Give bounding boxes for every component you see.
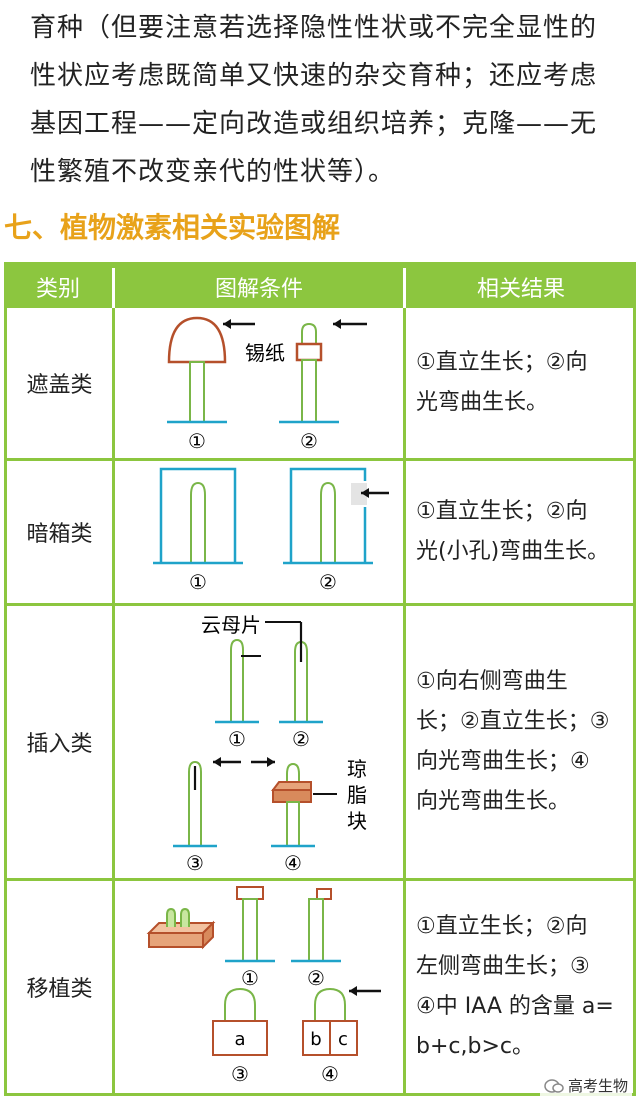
header-divider: [112, 268, 115, 308]
agar-block-a: [212, 1020, 268, 1056]
label-number: ③: [231, 1062, 249, 1086]
header-divider: [403, 268, 406, 308]
intro-line: 性状应考虑既简单又快速的杂交育种；还应考虑: [30, 61, 598, 91]
result-line: ①直立生长；②向: [416, 914, 588, 939]
label-number: ①: [188, 429, 206, 453]
result-cell: ①直立生长；②向 光弯曲生长。: [406, 308, 633, 458]
category-cell: 移植类: [7, 881, 112, 1093]
label-number: ④: [284, 851, 302, 875]
result-line: ①向右侧弯曲生: [416, 669, 568, 694]
agar-block-c: [329, 1020, 358, 1056]
intro-line: 育种（但要注意若选择隐性性状或不完全显性的: [30, 13, 598, 43]
arrow-head: [267, 757, 275, 767]
arrow-head: [213, 757, 221, 767]
diagram-cell-dark-box: ① ②: [115, 461, 403, 603]
transplant-diagram: ① ② a ③ b c ④: [146, 886, 381, 1086]
coleoptile-tip: [180, 907, 190, 927]
header-category: 类别: [4, 262, 112, 312]
coleoptile-tip: [224, 987, 256, 1021]
label-number: ①: [241, 966, 259, 990]
cover-cap: [167, 316, 227, 364]
coleoptile-stem: [308, 898, 324, 962]
dark-box: [289, 467, 367, 563]
agar-block-b: [302, 1020, 331, 1056]
result-line: 左侧弯曲生长；③: [416, 954, 590, 979]
result-line: 向光弯曲生长；④: [416, 749, 590, 774]
agar-a-label: a: [234, 1029, 245, 1050]
result-line: ①直立生长；②向: [416, 350, 588, 375]
category-cell: 插入类: [7, 606, 112, 878]
diagram-cell-cover: ① 锡纸 ②: [115, 308, 403, 458]
arrow-head: [349, 986, 357, 996]
result-line: b+c,b>c。: [416, 1034, 534, 1059]
label-number: ②: [307, 966, 325, 990]
arrow-head: [333, 319, 341, 329]
result-cell: ①直立生长；②向 光(小孔)弯曲生长。: [406, 461, 633, 603]
experiment-table: 类别 图解条件 相关结果 遮盖类 ① 锡纸 ② ①直立生长；②向 光弯曲生长。 …: [4, 262, 636, 1096]
coleoptile-stem: [286, 801, 300, 847]
header-diagram: 图解条件: [115, 262, 403, 312]
agar-c-label: c: [338, 1029, 348, 1050]
agar-block: [236, 886, 264, 900]
coleoptile-tip: [301, 322, 317, 344]
result-line: 向光弯曲生长。: [416, 789, 571, 814]
header-result: 相关结果: [406, 262, 636, 312]
coleoptile-tip: [166, 907, 176, 927]
watermark-text: 高考生物: [567, 1077, 628, 1095]
watermark: 高考生物: [539, 1075, 632, 1096]
coleoptile: [190, 481, 206, 563]
coleoptile: [320, 481, 336, 563]
dark-box-diagram: ① ②: [153, 467, 389, 594]
tin-foil-sleeve: [295, 342, 323, 362]
result-line: 长；②直立生长；③: [416, 709, 610, 734]
insert-diagram: 云母片 ① ② ③ ④ 琼 脂 块: [173, 613, 367, 875]
wechat-icon: [544, 1078, 564, 1093]
section-title: 七、植物激素相关实验图解: [4, 211, 341, 244]
arrow-head: [361, 488, 369, 498]
result-line: 光(小孔)弯曲生长。: [416, 539, 610, 564]
label-number: ②: [292, 727, 310, 751]
coleoptile-tip: [314, 987, 346, 1021]
label-number: ④: [321, 1062, 339, 1086]
result-cell: ①直立生长；②向 左侧弯曲生长；③ ④中 IAA 的含量 a= b+c,b>c。: [406, 881, 633, 1093]
intro-line: 基因工程——定向改造或组织培养；克隆——无: [30, 109, 598, 139]
label-number: ①: [189, 570, 207, 594]
intro-paragraph: 育种（但要注意若选择隐性性状或不完全显性的 性状应考虑既简单又快速的杂交育种；还…: [30, 4, 630, 196]
arrow-head: [223, 319, 231, 329]
result-line: 光弯曲生长。: [416, 390, 549, 415]
label-number: ②: [319, 570, 337, 594]
category-cell: 遮盖类: [7, 308, 112, 458]
label-number: ②: [300, 429, 318, 453]
agar-block: [148, 932, 204, 948]
label-number: ①: [228, 727, 246, 751]
result-line: ①直立生长；②向: [416, 499, 588, 524]
result-cell: ①向右侧弯曲生 长；②直立生长；③ 向光弯曲生长；④ 向光弯曲生长。: [406, 606, 633, 878]
coleoptile: [188, 760, 202, 846]
coleoptile: [230, 638, 244, 722]
agar-block-top: [271, 781, 312, 791]
agar-b-label: b: [310, 1029, 321, 1050]
diagram-cell-insert: 云母片 ① ② ③ ④ 琼 脂 块: [115, 606, 403, 878]
coleoptile-stem: [242, 898, 258, 962]
agar-label: 块: [347, 809, 367, 833]
mica-label: 云母片: [201, 613, 261, 637]
category-cell: 暗箱类: [7, 461, 112, 603]
intro-line: 性繁殖不改变亲代的性状等）。: [30, 157, 396, 187]
agar-label: 琼: [347, 757, 367, 781]
coleoptile-stem: [189, 361, 205, 423]
coleoptile-stem: [301, 359, 317, 423]
diagram-cell-transplant: ① ② a ③ b c ④: [115, 881, 403, 1093]
label-number: ③: [186, 851, 204, 875]
dark-box: [159, 467, 237, 563]
agar-block: [316, 888, 332, 900]
box-hole: [351, 483, 367, 505]
cover-diagram: ① 锡纸 ②: [167, 316, 367, 453]
result-line: ④中 IAA 的含量 a=: [416, 994, 614, 1019]
agar-label: 脂: [347, 783, 367, 807]
tin-foil-label: 锡纸: [245, 341, 285, 365]
coleoptile-tip: [286, 762, 300, 782]
agar-block: [272, 789, 312, 803]
